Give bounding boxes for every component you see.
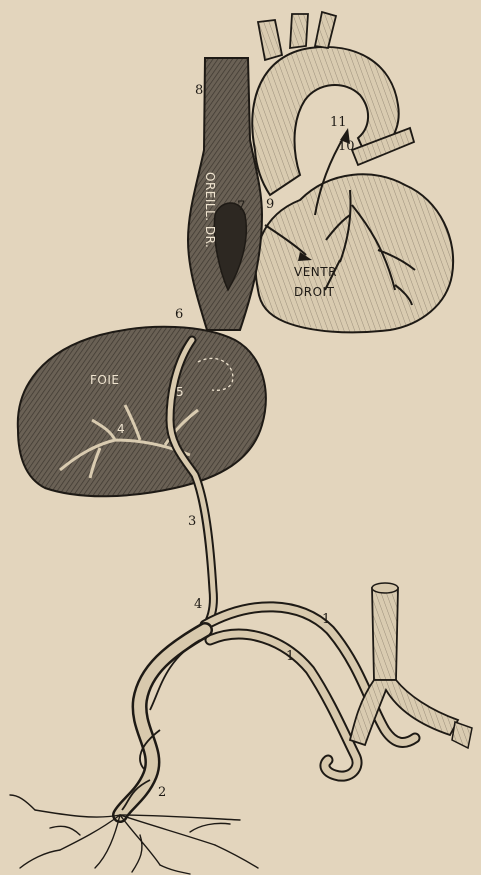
heart: [252, 12, 453, 332]
aorta-descending: [372, 588, 398, 680]
superior-vena-cava: [188, 58, 262, 330]
aorta-opening: [372, 583, 398, 593]
label-5: 5: [176, 385, 184, 399]
label-7: 7: [237, 199, 245, 214]
label-2: 2: [158, 785, 166, 800]
label-atrium: OREILL. DR.: [203, 172, 217, 248]
label-1b: 1: [286, 649, 294, 664]
liver: [18, 327, 266, 496]
label-9: 9: [266, 197, 274, 212]
label-ventricle-line2: DROIT: [294, 285, 335, 299]
label-1a: 1: [322, 612, 330, 627]
label-4a: 4: [117, 422, 125, 436]
right-ventricle: [256, 174, 453, 332]
label-11: 11: [330, 115, 347, 130]
label-ventricle-line1: VENTR: [294, 265, 337, 279]
liver-lobe: [18, 327, 266, 496]
label-4b: 4: [194, 597, 202, 612]
label-liver: FOIE: [90, 373, 119, 387]
label-10: 10: [338, 139, 355, 154]
iliac-arteries: [350, 583, 472, 748]
umbilical-artery-2: [210, 634, 357, 776]
label-6: 6: [175, 307, 183, 322]
label-3: 3: [188, 514, 196, 529]
label-8: 8: [195, 83, 203, 98]
iliac-external: [452, 722, 472, 748]
